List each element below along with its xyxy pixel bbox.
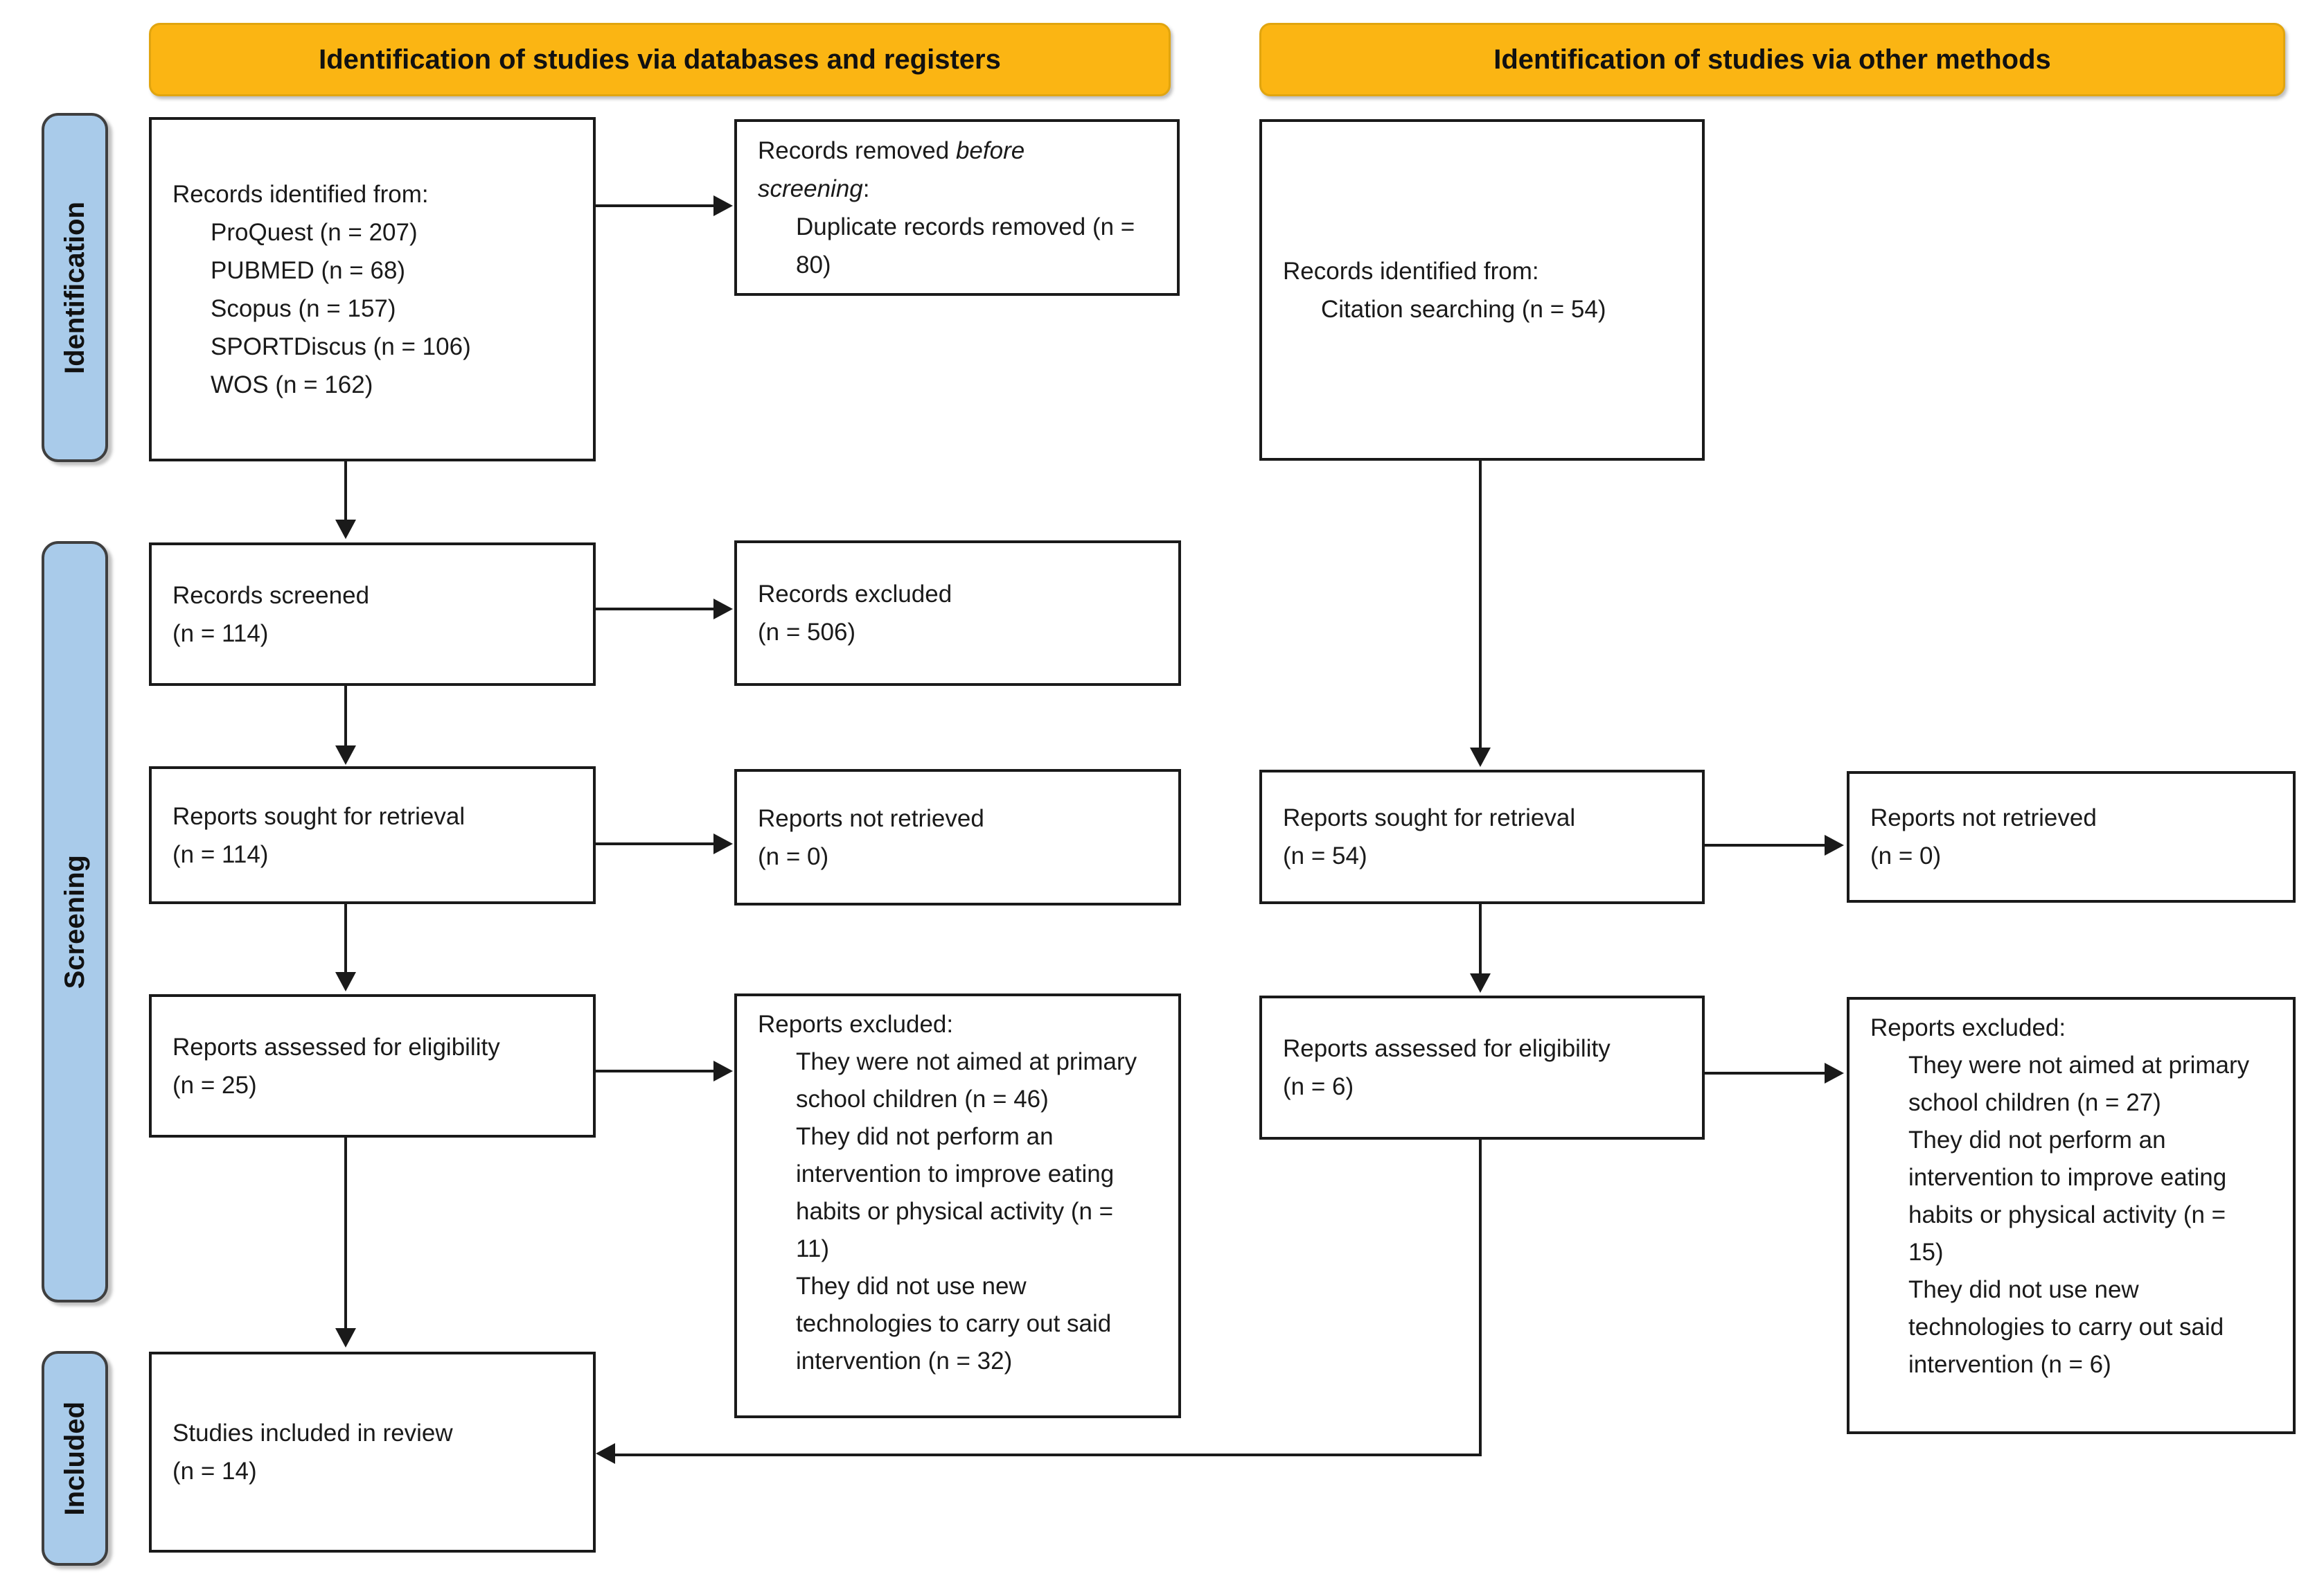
records-screened-count: (n = 114) [172,619,269,647]
exclusion-reason-db-1: They were not aimed at primary school ch… [796,1048,1137,1113]
box-records-removed-before-screening: Records removed before screening: Duplic… [734,119,1180,296]
exclusion-reason-db-2: They did not perform an intervention to … [796,1123,1115,1262]
records-screened-label: Records screened [172,581,370,609]
box-records-excluded: Records excluded (n = 506) [734,540,1181,686]
connector-assessed-other-elbow-vertical [1479,1140,1482,1456]
stage-included-label: Included [59,1401,90,1516]
arrowhead-right-icon [1825,1063,1844,1084]
reports-sought-db-label: Reports sought for retrieval [172,802,465,830]
box-reports-not-retrieved-databases: Reports not retrieved (n = 0) [734,769,1181,906]
stage-included: Included [42,1351,108,1566]
studies-included-label: Studies included in review [172,1420,453,1447]
reports-assessed-db-count: (n = 25) [172,1071,257,1099]
box-records-screened: Records screened (n = 114) [149,542,596,686]
arrowhead-down-icon [1470,973,1491,993]
box-records-identified-databases: Records identified from: ProQuest (n = 2… [149,117,596,461]
arrowhead-down-icon [335,1328,356,1348]
source-proquest: ProQuest (n = 207) [211,218,418,246]
stage-identification-label: Identification [59,201,90,374]
arrowhead-right-icon [713,195,733,216]
stage-identification: Identification [42,113,108,462]
exclusion-reason-other-2: They did not perform an intervention to … [1908,1127,2227,1266]
source-scopus: Scopus (n = 157) [211,294,396,322]
box-studies-included: Studies included in review (n = 14) [149,1352,596,1553]
reports-assessed-other-count: (n = 6) [1283,1073,1354,1100]
connector-assessed-to-included [344,1138,347,1330]
reports-sought-other-count: (n = 54) [1283,842,1367,869]
box-reports-excluded-other: Reports excluded: They were not aimed at… [1847,997,2296,1434]
reports-sought-other-label: Reports sought for retrieval [1283,804,1576,831]
records-identified-title: Records identified from: [172,180,429,208]
before-screening-italic: before screening [758,136,1025,202]
arrowhead-right-icon [713,1061,733,1081]
arrowhead-down-icon [335,745,356,765]
reports-sought-db-count: (n = 114) [172,840,269,868]
records-excluded-count: (n = 506) [758,619,856,646]
studies-included-count: (n = 14) [172,1458,257,1485]
reports-excluded-db-title: Reports excluded: [758,1011,954,1038]
reports-assessed-other-label: Reports assessed for eligibility [1283,1035,1611,1062]
header-other-label: Identification of studies via other meth… [1493,44,2051,75]
box-reports-assessed-databases: Reports assessed for eligibility (n = 25… [149,994,596,1138]
source-pubmed: PUBMED (n = 68) [211,256,406,284]
connector-assessed-to-excluded [596,1070,715,1072]
source-wos: WOS (n = 162) [211,371,373,398]
connector-assessed-other-to-included [615,1454,1482,1456]
citation-searching: Citation searching (n = 54) [1321,295,1606,323]
source-sportdiscus: SPORTDiscus (n = 106) [211,333,471,360]
header-databases-registers: Identification of studies via databases … [149,23,1171,96]
box-reports-sought-databases: Reports sought for retrieval (n = 114) [149,766,596,904]
connector-identified-to-screened [344,461,347,521]
connector-sought-to-assessed [344,904,347,973]
arrowhead-down-icon [335,972,356,991]
records-removed-title: Records removed before screening: [758,136,1025,202]
connector-screened-to-sought [344,686,347,747]
box-records-identified-other: Records identified from: Citation search… [1259,119,1705,461]
records-excluded-label: Records excluded [758,581,952,608]
reports-not-retrieved-other-label: Reports not retrieved [1870,804,2097,831]
connector-sought-to-not-retrieved [596,842,715,845]
connector-citation-to-sought [1479,461,1482,749]
exclusion-reason-db-3: They did not use new technologies to car… [796,1273,1112,1375]
reports-not-retrieved-db-label: Reports not retrieved [758,804,984,832]
stage-screening: Screening [42,541,108,1302]
exclusion-reason-other-1: They were not aimed at primary school ch… [1908,1052,2250,1116]
reports-assessed-db-label: Reports assessed for eligibility [172,1033,500,1061]
arrowhead-left-icon [596,1443,615,1464]
box-reports-assessed-other: Reports assessed for eligibility (n = 6) [1259,996,1705,1140]
reports-not-retrieved-other-count: (n = 0) [1870,842,1942,869]
records-identified-other-title: Records identified from: [1283,257,1539,285]
header-other-methods: Identification of studies via other meth… [1259,23,2285,96]
reports-excluded-other-title: Reports excluded: [1870,1014,2066,1041]
header-databases-label: Identification of studies via databases … [319,44,1001,75]
connector-assessed-other-to-excluded [1705,1072,1826,1075]
connector-screened-to-excluded [596,608,715,610]
reports-not-retrieved-db-count: (n = 0) [758,842,829,870]
duplicate-records-removed: Duplicate records removed (n = 80) [796,213,1135,279]
arrowhead-right-icon [1825,835,1844,856]
arrowhead-right-icon [713,833,733,854]
exclusion-reason-other-3: They did not use new technologies to car… [1908,1276,2224,1378]
box-reports-sought-other: Reports sought for retrieval (n = 54) [1259,770,1705,904]
connector-sought-other-to-not-retrieved [1705,844,1826,847]
box-reports-not-retrieved-other: Reports not retrieved (n = 0) [1847,771,2296,903]
arrowhead-down-icon [335,520,356,539]
connector-identified-to-removed [596,204,715,207]
connector-sought-other-to-assessed [1479,904,1482,975]
box-reports-excluded-databases: Reports excluded: They were not aimed at… [734,993,1181,1418]
arrowhead-right-icon [713,599,733,619]
arrowhead-down-icon [1470,748,1491,767]
stage-screening-label: Screening [59,854,90,989]
